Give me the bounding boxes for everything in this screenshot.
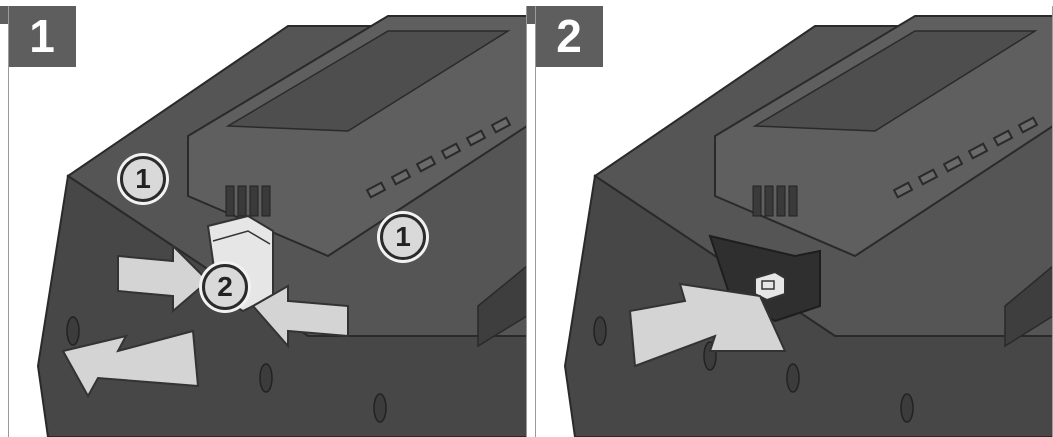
insert-arrow-icon: [628, 282, 787, 368]
callout-label: 2: [202, 264, 248, 310]
vent-slots: [892, 116, 1039, 199]
step-1-panel: 1 1 1 2: [8, 6, 527, 437]
device-raised-block: [187, 15, 527, 258]
connector-part: [754, 270, 786, 302]
vent-slots: [365, 116, 512, 199]
step-2-drawing: [535, 6, 1053, 437]
device-front-face: [563, 174, 1053, 437]
step-2-panel: 2: [535, 6, 1053, 437]
press-arrow-right-icon: [251, 284, 349, 349]
grille: [225, 185, 271, 217]
step-1-badge: 1: [8, 6, 76, 67]
grille: [752, 185, 798, 217]
device-raised-block: [714, 15, 1053, 258]
press-arrow-left-icon: [117, 243, 210, 314]
step-1-drawing: [8, 6, 527, 437]
step-2-badge: 2: [535, 6, 603, 67]
pull-out-arrow-icon: [61, 329, 200, 399]
callout-label: 1: [120, 156, 166, 202]
callout-label: 1: [380, 214, 426, 260]
